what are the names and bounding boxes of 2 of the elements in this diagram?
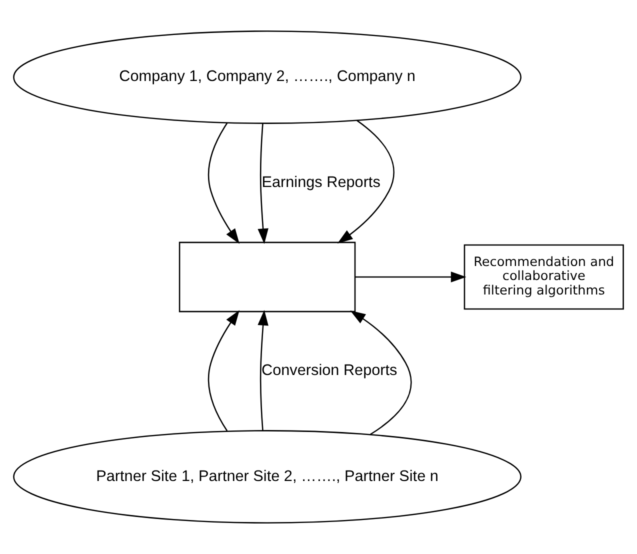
edge-label: Conversion Reports <box>262 362 398 380</box>
edge-label: Earnings Reports <box>262 174 380 191</box>
